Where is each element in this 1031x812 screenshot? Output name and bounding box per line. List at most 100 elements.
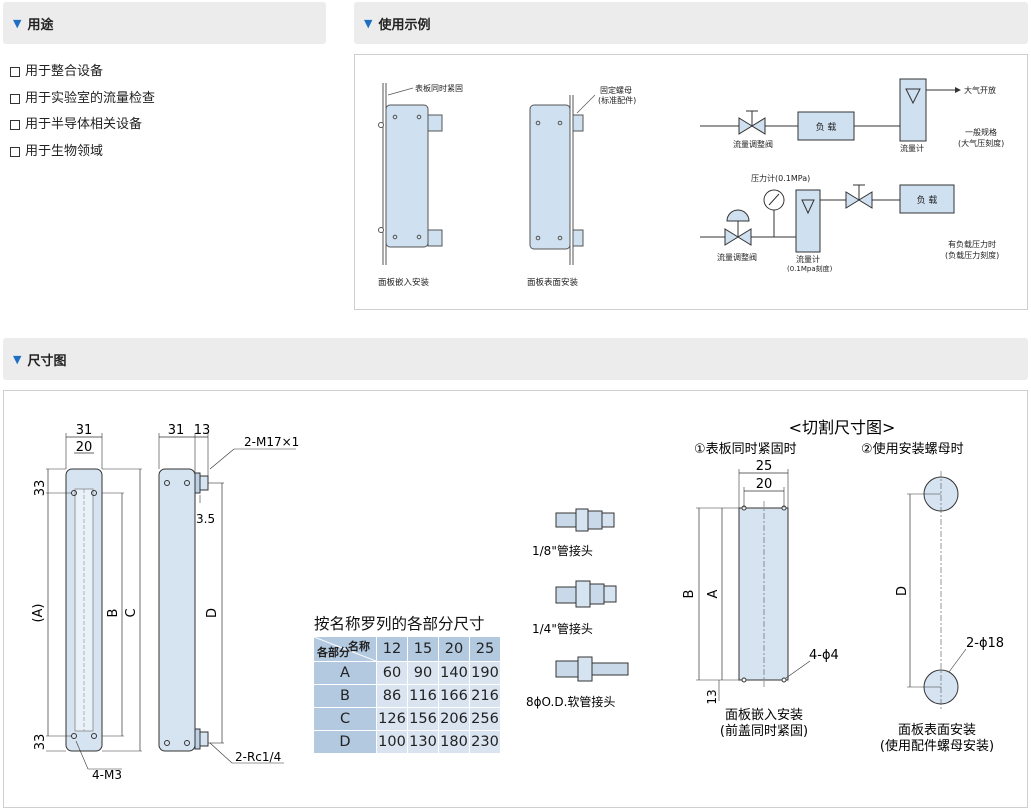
fitting-icon-1-4 [555,580,617,608]
row-label: B [313,684,377,708]
dimension-table: 名称 各部分 12 15 20 25 A 60 90 140 190 B 86 … [313,636,501,754]
table-cell: 90 [407,661,439,685]
list-item: 用于整合设备 [10,59,155,86]
table-cell: 256 [469,707,501,731]
column-header: 25 [469,636,501,662]
list-item: 用于半导体相关设备 [10,112,155,139]
list-item: 用于生物领域 [10,139,155,166]
dim-c: C [124,608,139,617]
dim-a: (A) [31,603,46,622]
dim-rc14: 2-Rc1/4 [235,750,281,764]
dim-m17: 2-M17×1 [244,435,299,449]
example-diagram: 表板同时紧固 面板嵌入安装 固定螺母 (标准配件) 面板表面安装 流量调整阀 负… [378,78,1004,288]
flush-mount-caption: 面板嵌入安装 [378,277,430,288]
side-dim-31: 31 [168,423,185,438]
load-label-2: 负 载 [917,194,938,206]
table-row: D 100 130 180 230 [313,730,501,754]
pressure-gauge-label: 压力计(0.1MPa) [751,173,810,183]
dimension-panel: 31 20 33 (A) 33 B C 4-M3 31 13 2-M17×1 3… [3,390,1028,808]
flowmeter-label-2: 流量计 [796,254,820,264]
checkbox-icon [10,146,20,157]
flowmeter-scale: (0.1Mpa刻度) [787,264,833,273]
valve-label-2: 流量调整阀 [717,252,757,262]
dim-d: D [205,608,220,618]
cut-25: 25 [756,459,773,474]
dim-33-bottom: 33 [33,734,48,751]
dim-4m3: 4-M3 [92,768,122,782]
fixing-nut-sub: (标准配件) [598,95,636,105]
uses-list: 用于整合设备 用于实验室的流量检查 用于半导体相关设备 用于生物领域 [10,59,155,165]
column-header: 20 [438,636,470,662]
dim-20: 20 [76,440,93,455]
cut-4phi4: 4-ϕ4 [809,648,839,663]
cutout-caption-2-sub: (使用配件螺母安装) [880,738,994,754]
cut-20: 20 [756,477,773,492]
list-item: 用于实验室的流量检查 [10,86,155,113]
example-header: ▼ 使用示例 [354,2,1028,44]
uses-header: ▼ 用途 [3,2,326,44]
general-spec-sub: (大气压刻度) [958,138,1004,148]
cutout-1-label: ①表板同时紧固时 [694,442,797,457]
cut-13: 13 [705,689,719,704]
load-pressure-sub: (负载压力刻度) [945,250,999,260]
dim-33-top: 33 [33,480,48,497]
table-cell: 140 [438,661,470,685]
checkbox-icon [10,93,20,104]
uses-title: 用途 [27,17,54,33]
row-label: A [313,661,377,685]
load-label: 负 载 [816,121,837,133]
dim-b: B [106,609,121,618]
fitting-1-4-label: 1/4"管接头 [532,621,593,636]
checkbox-icon [10,120,20,131]
table-cell: 100 [376,730,408,754]
side-dim-13: 13 [194,423,211,438]
cut-a: A [706,589,721,598]
table-corner: 名称 各部分 [313,636,377,662]
dimension-title: 尺寸图 [27,353,67,369]
triangle-icon: ▼ [13,352,22,366]
triangle-icon: ▼ [364,16,373,30]
flowmeter-label: 流量计 [900,143,924,153]
dimension-drawing: 31 20 33 (A) 33 B C 4-M3 31 13 2-M17×1 3… [31,418,1004,782]
corner-bottom: 各部分 [317,646,350,659]
dim-3-5: 3.5 [196,512,215,526]
table-cell: 216 [469,684,501,708]
table-header-row: 名称 各部分 12 15 20 25 [313,636,501,662]
table-cell: 156 [407,707,439,731]
table-cell: 130 [407,730,439,754]
dim-31: 31 [76,423,93,438]
fixing-nut-label: 固定螺母 [600,85,632,95]
cut-d: D [895,586,910,596]
panel-fixed-label: 表板同时紧固 [415,83,463,93]
fitting-icon-1-8 [555,508,615,532]
surface-mount-caption: 面板表面安装 [527,277,579,288]
row-label: C [313,707,377,731]
table-cell: 116 [407,684,439,708]
atmosphere-label: 大气开放 [964,85,996,95]
table-title: 按名称罗列的各部分尺寸 [314,615,485,633]
table-cell: 230 [469,730,501,754]
table-cell: 126 [376,707,408,731]
hose-fitting-icon [555,656,629,682]
checkbox-icon [10,67,20,78]
cutout-caption-1-sub: (前盖同时紧固) [720,723,808,739]
table-cell: 180 [438,730,470,754]
cutout-caption-2: 面板表面安装 [898,723,976,738]
table-row: B 86 116 166 216 [313,684,501,708]
hose-fitting-label: 8ϕO.D.软管接头 [526,694,615,709]
table-row: A 60 90 140 190 [313,661,501,685]
table-corner-diagonal [314,637,376,661]
valve-label: 流量调整阀 [733,139,773,149]
triangle-icon: ▼ [13,16,22,30]
dimension-header: ▼ 尺寸图 [3,338,1028,380]
table-cell: 166 [438,684,470,708]
example-title: 使用示例 [378,17,431,33]
table-cell: 60 [376,661,408,685]
table-cell: 190 [469,661,501,685]
corner-top: 名称 [348,640,370,653]
cutout-title: <切割尺寸图> [789,418,896,437]
general-spec: 一般规格 [965,127,997,137]
column-header: 15 [407,636,439,662]
table-row: C 126 156 206 256 [313,707,501,731]
load-pressure: 有负载压力时 [948,239,996,249]
